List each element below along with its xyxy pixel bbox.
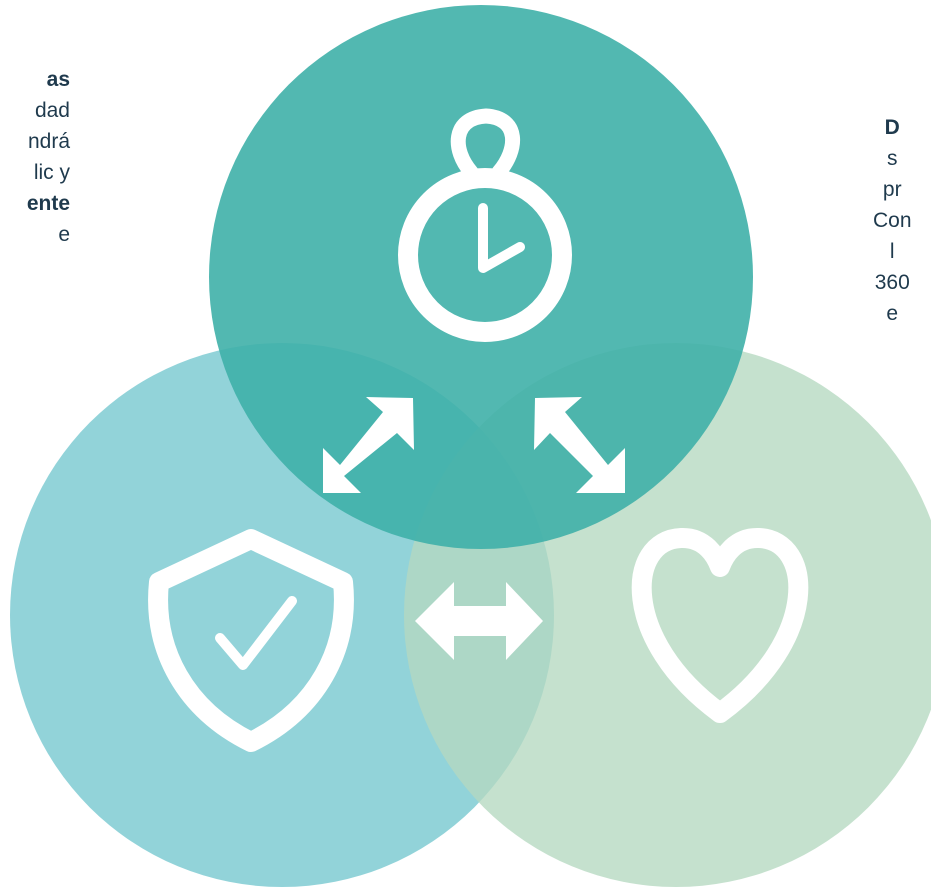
right-text-line: e [886, 302, 899, 325]
left-text-line: dad [34, 99, 70, 122]
right-text-line: 360 [874, 271, 910, 294]
right-text-line: D [884, 116, 900, 139]
shield-check-icon [148, 529, 354, 752]
horizontal-double-arrow-icon [415, 582, 543, 660]
top-circle [209, 5, 753, 549]
left-text-line: ente [26, 192, 70, 215]
left-text-line: ndrá [27, 130, 70, 153]
heart-icon [631, 528, 809, 723]
diagonal-double-arrow-icon [534, 397, 625, 493]
left-text-line: lic y [33, 161, 70, 184]
right-text-line: pr [882, 178, 902, 201]
left-text-line: as [46, 68, 70, 91]
stopwatch-icon [398, 108, 572, 342]
left-description-text: as dad ndrá lic y ente e [27, 64, 70, 250]
diagonal-double-arrow-icon [323, 397, 414, 493]
left-text-line: e [58, 223, 70, 246]
right-text-line: Con [873, 209, 912, 232]
right-text-line: l [889, 240, 895, 263]
right-text-line: s [887, 147, 898, 170]
